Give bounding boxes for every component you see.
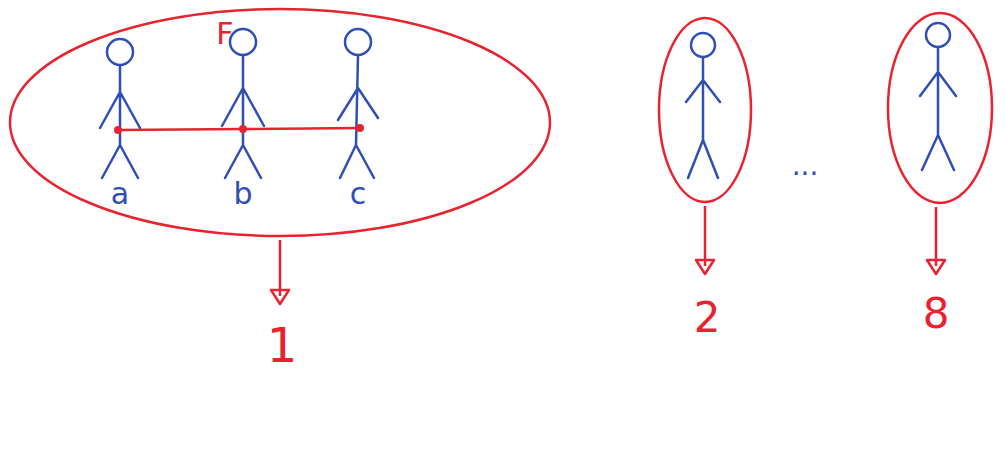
- holding-hands-line: [114, 124, 364, 134]
- group-number: 1: [267, 319, 298, 372]
- ellipse-outline: [10, 9, 550, 236]
- down-arrows: [271, 206, 945, 304]
- person-label: c: [350, 177, 367, 210]
- group-ellipse: F: [8, 7, 552, 238]
- group-number: 2: [694, 295, 721, 341]
- ellipse-outline: [8, 7, 552, 238]
- ellipsis-mark: ...: [792, 151, 819, 182]
- person-label: b: [233, 177, 252, 210]
- group-number: 8: [923, 291, 950, 337]
- person-label: a: [111, 177, 129, 210]
- group-letter: F: [216, 17, 233, 50]
- small-group-ellipses: [659, 13, 992, 203]
